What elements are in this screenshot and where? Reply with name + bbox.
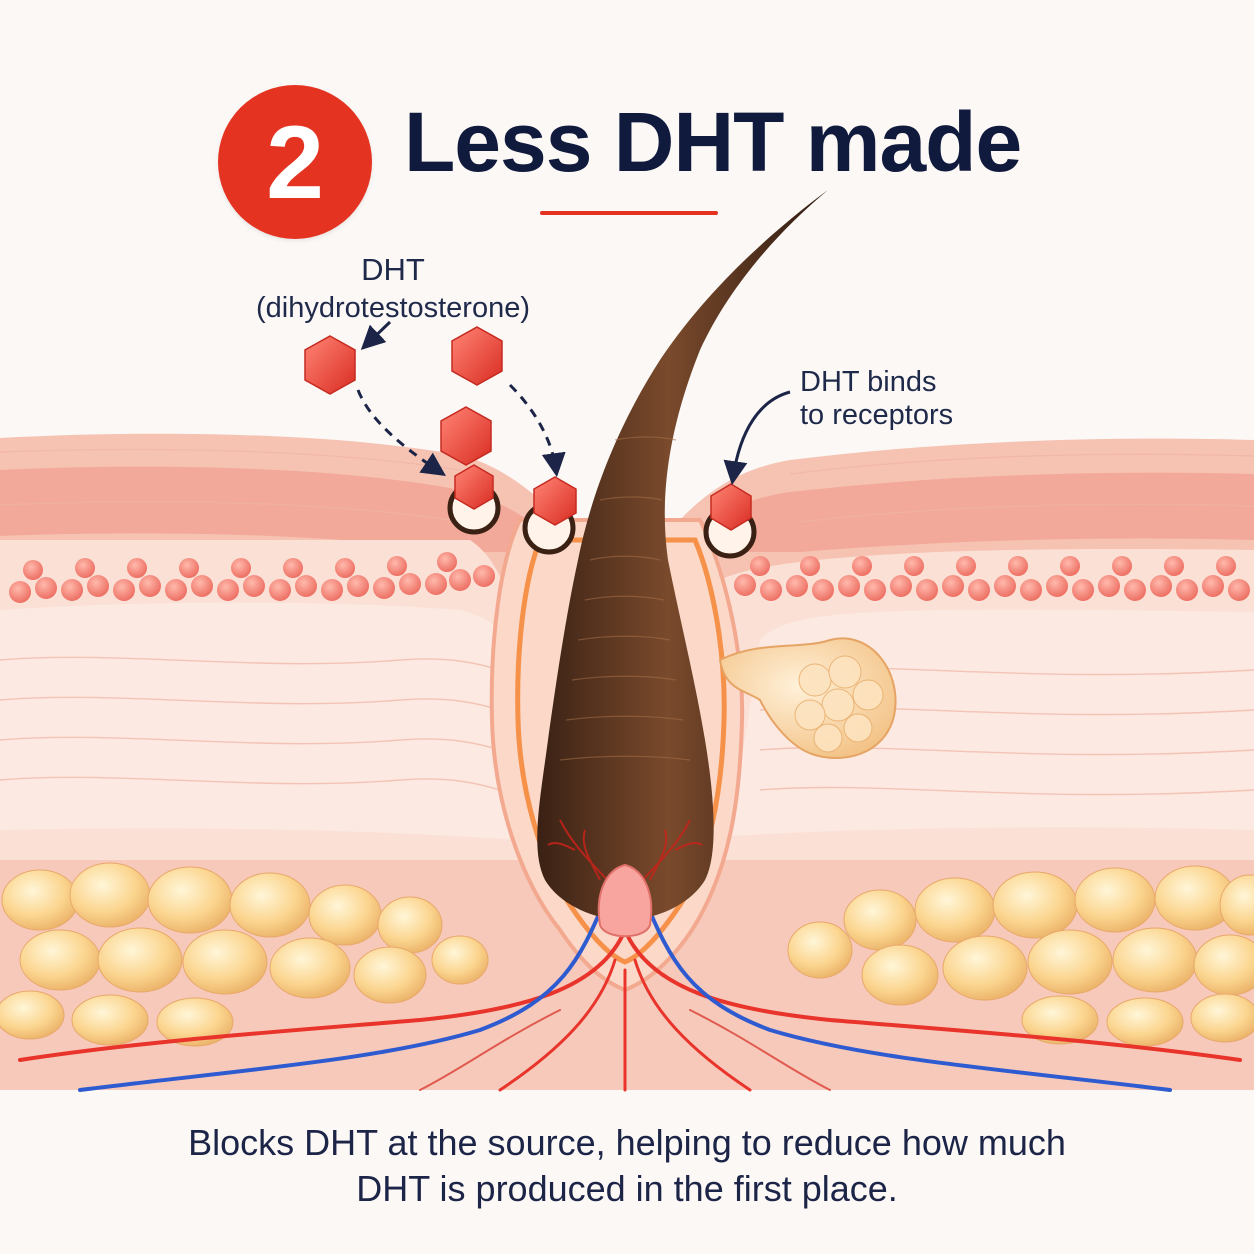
dht-label-line1: DHT — [361, 252, 425, 287]
annotation-arrows — [356, 320, 791, 486]
binds-receptors-label: DHT binds to receptors — [800, 366, 953, 433]
step-number: 2 — [266, 105, 324, 221]
dht-name-label: DHT (dihydrotestosterone) — [250, 252, 536, 325]
binds-label-line2: to receptors — [800, 399, 954, 432]
fat-layer — [0, 862, 1254, 1047]
binds-label-line1: DHT binds — [800, 366, 937, 398]
hexagon-molecule-icon — [440, 406, 492, 466]
hexagon-molecule-icon — [304, 335, 356, 395]
pointer-arrow — [360, 320, 392, 350]
sebaceous-gland — [718, 637, 897, 759]
dermis-upper-left — [0, 602, 515, 840]
step-number-badge: 2 — [218, 85, 372, 239]
hair-shaft — [537, 190, 828, 920]
dht-molecules — [304, 326, 752, 531]
title-underline — [540, 211, 718, 215]
header: 2 Less DHT made — [0, 0, 1254, 239]
hexagon-molecule-icon — [710, 483, 752, 531]
dht-label-line2: (dihydrotestosterone) — [255, 291, 531, 324]
pointer-arrow — [723, 390, 791, 486]
dashed-arrow-icon — [356, 389, 446, 477]
hexagon-molecule-icon — [451, 326, 503, 386]
caption-line2: DHT is produced in the first place. — [356, 1168, 898, 1210]
cell-layer — [9, 552, 1250, 603]
hexagon-molecule-icon — [454, 464, 494, 510]
blood-vessels — [18, 898, 1242, 1092]
caption: Blocks DHT at the source, helping to red… — [0, 1120, 1254, 1212]
hexagon-molecule-icon — [533, 476, 577, 526]
page-title: Less DHT made — [404, 95, 1022, 189]
dermal-papilla — [547, 819, 703, 938]
dashed-arrow-icon — [508, 383, 566, 478]
epidermis-band — [0, 466, 1254, 556]
caption-line1: Blocks DHT at the source, helping to red… — [188, 1122, 1066, 1163]
